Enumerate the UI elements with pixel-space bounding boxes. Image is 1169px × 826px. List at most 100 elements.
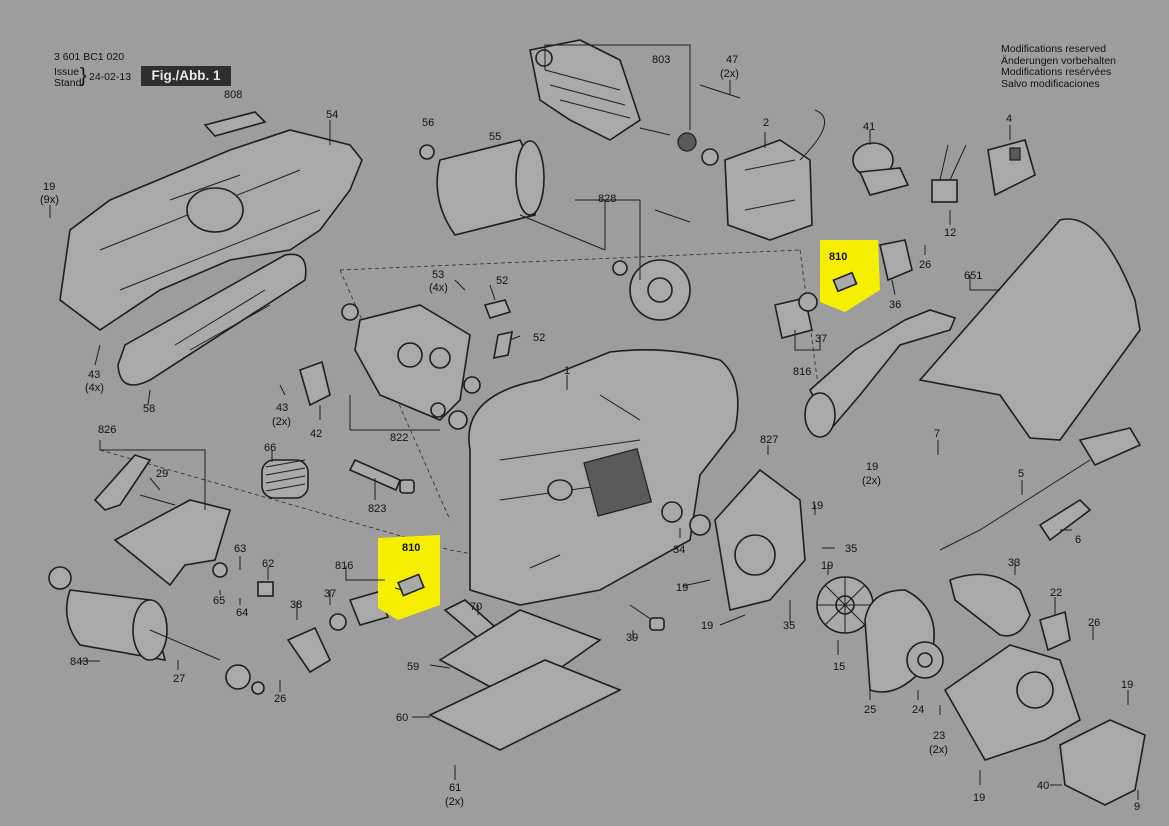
callout-label: 43 <box>88 369 100 381</box>
callout-label: 9 <box>1134 801 1140 813</box>
part-cover-disc <box>864 589 944 693</box>
callout-label: 816 <box>335 560 353 572</box>
issue-label: Issue <box>54 66 80 78</box>
part-rating-plate <box>203 111 267 137</box>
callout-label: 822 <box>390 432 408 444</box>
callout-label: (4x) <box>85 382 104 394</box>
callout-label: 2 <box>763 117 769 129</box>
part-brush-cap <box>286 626 332 674</box>
callout-label: (9x) <box>40 194 59 206</box>
part-gear-housing <box>341 303 481 430</box>
callout-label: 827 <box>760 434 778 446</box>
part-dust-bag <box>918 218 1141 441</box>
callout-label: 63 <box>234 543 246 555</box>
callout-label: 19 <box>43 181 55 193</box>
part-side-cover <box>1059 719 1146 806</box>
callout-label: 828 <box>598 193 616 205</box>
part-number: 3 601 BC1 020 <box>54 51 125 63</box>
part-washer <box>212 562 228 578</box>
callout-label: 26 <box>274 693 286 705</box>
callout-label: 26 <box>1088 617 1100 629</box>
callout-label: 651 <box>964 270 982 282</box>
callout-label: (2x) <box>272 416 291 428</box>
callout-label: 55 <box>489 131 501 143</box>
callout-label: 36 <box>889 299 901 311</box>
part-base-plate <box>428 659 622 751</box>
modifications-line: Modifications resérvées <box>1001 66 1112 78</box>
callout-label: 43 <box>276 402 288 414</box>
modifications-line: Modifications reserved <box>1001 43 1107 55</box>
callout-label: (4x) <box>429 282 448 294</box>
part-bracket <box>299 360 331 407</box>
callout-label: 19 <box>1121 679 1133 691</box>
callout-label: 35 <box>783 620 795 632</box>
callout-label: 37 <box>324 588 336 600</box>
callout-label: 816 <box>793 366 811 378</box>
callout-label: 26 <box>919 259 931 271</box>
callout-label: 41 <box>863 121 875 133</box>
part-clip <box>483 299 512 319</box>
callout-label: 42 <box>310 428 322 440</box>
callout-label: 4 <box>1006 113 1012 125</box>
callout-label: 19 <box>973 792 985 804</box>
callout-label: 25 <box>864 704 876 716</box>
figure-tag: Fig./Abb. 1 <box>141 66 231 86</box>
callout-label: 19 <box>811 500 823 512</box>
part-dust-duct <box>804 309 957 438</box>
callout-label: 808 <box>224 89 242 101</box>
part-brush-holder-right <box>774 239 913 339</box>
callout-label: 15 <box>833 661 845 673</box>
part-front-roller <box>48 566 265 695</box>
leader-lines <box>49 44 1139 800</box>
callout-label: 54 <box>326 109 338 121</box>
part-switch <box>987 139 1036 197</box>
part-belt <box>117 253 307 386</box>
callout-label: 56 <box>422 117 434 129</box>
callout-label: (2x) <box>929 744 948 756</box>
callout-label: 47 <box>726 54 738 66</box>
callout-label: 58 <box>143 403 155 415</box>
callout-label: 803 <box>652 54 670 66</box>
issue-date: 24-02-13 <box>89 71 132 83</box>
highlight-carbon-brush-right <box>820 240 880 312</box>
callout-label: 66 <box>264 442 276 454</box>
part-small-spring <box>257 581 274 597</box>
stand-label: Stand <box>54 77 82 89</box>
callout-label: (2x) <box>862 475 881 487</box>
brace: } <box>80 65 87 87</box>
callout-label: 27 <box>173 673 185 685</box>
part-gear-cover <box>943 610 1081 761</box>
callout-label: 19 <box>676 582 688 594</box>
callout-label: 70 <box>470 601 482 613</box>
callout-label: 38 <box>290 599 302 611</box>
part-belt-frame <box>59 129 363 331</box>
part-field <box>724 109 825 241</box>
callout-label: 823 <box>368 503 386 515</box>
callout-label: 40 <box>1037 780 1049 792</box>
callout-label: 62 <box>262 558 274 570</box>
modifications-line: Änderungen vorbehalten <box>1001 54 1117 67</box>
part-spring <box>261 459 309 499</box>
callout-label: 810 <box>829 251 847 263</box>
callout-label: 52 <box>496 275 508 287</box>
callout-label: 59 <box>407 661 419 673</box>
callout-label: 843 <box>70 656 88 668</box>
callout-label: 19 <box>821 560 833 572</box>
part-capacitor <box>931 144 967 203</box>
callout-label: 33 <box>1008 557 1020 569</box>
callout-label: 52 <box>533 332 545 344</box>
part-power-cord <box>939 427 1142 551</box>
part-motor-housing <box>468 349 739 606</box>
callout-label: 39 <box>626 632 638 644</box>
callout-label: 19 <box>866 461 878 473</box>
callout-label: 24 <box>912 704 924 716</box>
part-roller <box>419 139 606 251</box>
callout-label: 19 <box>701 620 713 632</box>
callout-label: 810 <box>402 542 420 554</box>
callout-label: 23 <box>933 730 945 742</box>
part-clip <box>493 330 513 360</box>
callout-label: 22 <box>1050 587 1062 599</box>
callout-label: 35 <box>845 543 857 555</box>
callout-label: 60 <box>396 712 408 724</box>
